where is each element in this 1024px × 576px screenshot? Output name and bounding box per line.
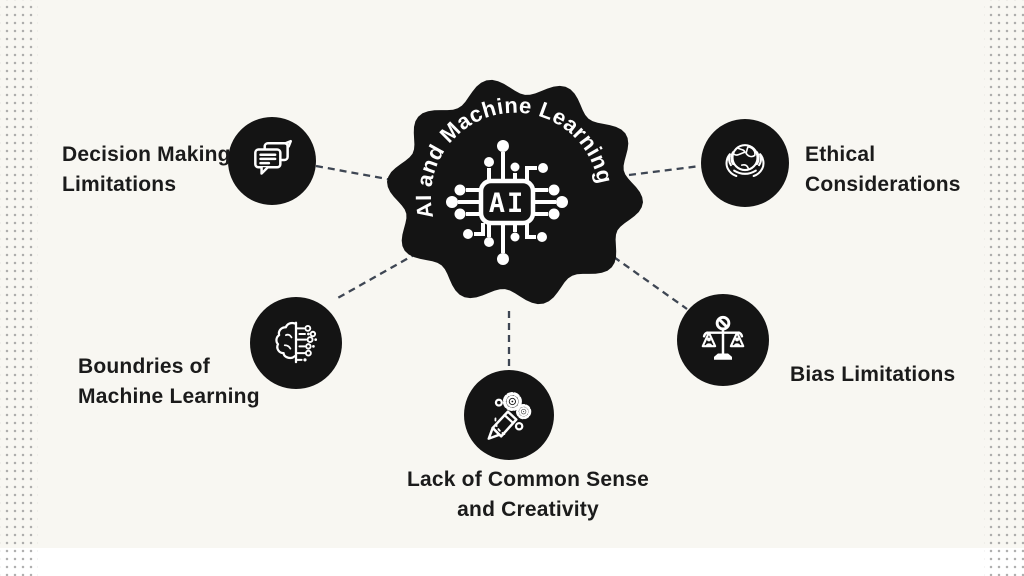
label-line: Limitations [62, 173, 177, 196]
chip-label: AI [489, 188, 526, 219]
node-decision-making [228, 117, 316, 205]
label-decision-making: Decision Making Limitations [62, 140, 231, 200]
brain-circuit-icon [275, 321, 318, 364]
bottom-strip [0, 548, 1024, 576]
label-line: Lack of Common Sense [406, 468, 650, 491]
label-line: Decision Making [62, 143, 231, 166]
label-line: Machine Learning [78, 385, 260, 408]
balance-scale-icon [701, 315, 745, 360]
node-bias-limitations [677, 294, 769, 386]
chat-bubbles-icon [254, 139, 292, 175]
ai-chip-icon: AI [446, 140, 568, 265]
label-ethical: Ethical Considerations [805, 140, 961, 200]
chip-body [478, 178, 536, 226]
label-boundries: Boundries of Machine Learning [78, 352, 260, 412]
label-line: Ethical [805, 143, 876, 166]
label-line: Boundries of [78, 355, 210, 378]
center-blob [387, 79, 643, 305]
connector-decision [315, 164, 399, 183]
globe-in-hands-icon [725, 144, 765, 178]
connector-bias [603, 249, 688, 310]
label-bias: Bias Limitations [790, 360, 955, 390]
label-common-sense: Lack of Common Sense and Creativity [368, 465, 688, 525]
center-node: AI and Machine Learning [387, 79, 643, 305]
node-boundries [250, 297, 342, 389]
connector-ethical [628, 164, 701, 177]
label-line: Considerations [805, 173, 961, 196]
dot-pattern-right [984, 0, 1024, 576]
dot-pattern-left [0, 0, 38, 576]
node-ethical-considerations [701, 119, 789, 207]
node-common-sense [464, 370, 554, 460]
label-line: Bias Limitations [790, 363, 956, 386]
pencil-gears-icon [487, 391, 532, 440]
label-line: and Creativity [457, 498, 599, 521]
